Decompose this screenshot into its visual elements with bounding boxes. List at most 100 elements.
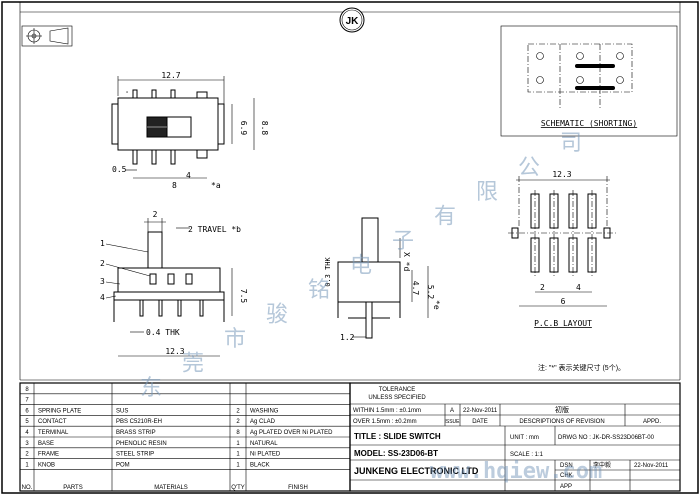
jk-logo: JK [339, 7, 365, 33]
unit-label: UNIT : mm [510, 435, 539, 441]
bom-cell-finish: Ni PLATED [250, 452, 281, 458]
tol-over: OVER 1.5mm : ±0.2mm [353, 419, 417, 425]
bom-cell-mat: SUS [116, 408, 128, 414]
h-issue: ISSUE [444, 419, 460, 425]
callout-4: 4 [100, 293, 105, 302]
bom-cell-part: SPRING PLATE [38, 408, 81, 414]
h-desc: DESCRIPTIONS OF REVISION [519, 419, 604, 425]
bom-cell-qty: 1 [236, 462, 240, 468]
dim-top-height-full: 8.8 [260, 121, 269, 136]
chk-label: CHK [560, 473, 573, 479]
dim-side-12: 1.2 [340, 333, 355, 342]
dim-top-width: 12.7 [161, 71, 180, 80]
bom-cell-header-qty: Q'TY [231, 485, 244, 491]
watermark-char: 有 [434, 205, 456, 230]
watermark-char: 公 [518, 156, 540, 181]
watermark-char: 东 [140, 376, 162, 401]
bom-cell-part: BASE [38, 441, 54, 447]
bom-cell-finish: WASHING [250, 408, 279, 414]
pcb-layout: 12.3 2 4 6 P.C.B LAYOUT 注: "*" 表示关键尺寸 (5… [508, 170, 625, 372]
app-label: APP [560, 484, 572, 490]
dim-front-thk: 0.4 THK [146, 328, 180, 337]
schematic-caption: SCHEMATIC (SHORTING) [541, 119, 637, 128]
rev-code: A [450, 408, 454, 414]
drwg-no: DRWG NO : JK-DR-SS23D06BT-00 [558, 435, 655, 441]
bom-cell-qty: 2 [236, 419, 240, 425]
bom-cell-finish: BLACK [250, 462, 270, 468]
watermark-char: 电 [350, 254, 372, 279]
logo-text: JK [346, 16, 360, 27]
dim-key-a: *a [211, 181, 221, 190]
callout-2: 2 [100, 259, 105, 268]
schematic-box: SCHEMATIC (SHORTING) [500, 25, 678, 137]
bom-cell-no: 4 [25, 430, 29, 436]
bom-cell-qty: 1 [236, 441, 240, 447]
dim-knob: 2 [153, 210, 158, 219]
bom-cell-mat: PBS C5210R-EH [116, 419, 162, 425]
callout-1: 1 [100, 239, 105, 248]
company-name: JUNKENG ELECTRONIC LTD [354, 466, 479, 476]
drawing-title: TITLE : SLIDE SWITCH [354, 432, 441, 441]
dim-side-52: 5.2 [426, 285, 435, 300]
dim-side-thk: 0.3 THK [324, 256, 332, 286]
dim-travel: 2 TRAVEL *b [188, 225, 241, 234]
bom-cell-header-finish: FINISH [288, 485, 308, 491]
pcb-note: 注: "*" 表示关键尺寸 (5个)。 [538, 363, 625, 372]
callout-3: 3 [100, 277, 105, 286]
watermark-char: 子 [392, 229, 414, 254]
bom-cell-qty: 8 [236, 430, 240, 436]
pcb-dim-pitch4: 4 [576, 283, 581, 292]
unless-label: UNLESS SPECIFIED [368, 395, 426, 401]
bom-cell-no: 6 [25, 408, 29, 414]
watermark-char: 骏 [266, 303, 288, 328]
bom-cell-mat: BRASS STRIP [116, 430, 156, 436]
pcb-caption: P.C.B LAYOUT [534, 319, 592, 328]
watermark-char: 莞 [182, 352, 204, 377]
dsn-date: 22-Nov-2011 [634, 463, 669, 469]
dim-side-x: X *d [402, 252, 411, 271]
watermark-char: 司 [560, 131, 582, 156]
top-view: 12.7 6.9 8.8 0.5 8 4 *a [111, 71, 269, 190]
rev-desc: 初版 [555, 405, 569, 414]
h-appd: APPD. [643, 419, 661, 425]
dim-pin-pitch: 4 [186, 171, 191, 180]
bom-cell-qty: 2 [236, 408, 240, 414]
bom-cell-part: KNOB [38, 462, 55, 468]
h-date: DATE [472, 419, 488, 425]
bom-cell-mat: STEEL STRIP [116, 452, 154, 458]
pcb-dim-span: 6 [561, 297, 566, 306]
dim-side-47: 4.7 [411, 281, 420, 296]
dim-pin-width: 0.5 [112, 165, 127, 174]
projection-symbol-icon [21, 25, 73, 47]
tolerance-label: TOLERANCE [379, 387, 416, 393]
dim-front-height: 7.5 [239, 289, 248, 304]
model-label: MODEL: SS-23D06-BT [354, 449, 438, 458]
rev-date: 22-Nov-2011 [463, 408, 498, 414]
dim-front-width: 12.3 [165, 347, 184, 356]
bom-cell-part: CONTACT [38, 419, 67, 425]
bom-cell-no: 5 [25, 419, 29, 425]
bom-cell-mat: PHENOLIC RESIN [116, 441, 167, 447]
watermark-char: 铭 [308, 278, 330, 303]
front-view: 2 2 TRAVEL *b 7.5 0.4 THK 12.3 1 2 3 4 [100, 210, 248, 357]
tol-within: WITHIN 1.5mm : ±0.1mm [353, 408, 421, 414]
watermark-url: www.hqiew.com [430, 459, 602, 484]
watermark-char: 限 [476, 180, 498, 205]
bom-cell-no: 2 [25, 452, 29, 458]
pcb-dim-pitch: 2 [540, 283, 545, 292]
bom-cell-part: FRAME [38, 452, 59, 458]
bom-cell-part: TERMINAL [38, 430, 69, 436]
bom-cell-header-mat: MATERIALS [154, 485, 188, 491]
bom-cell-no: 1 [25, 462, 29, 468]
bom-cell-finish: Ag PLATED OVER Ni PLATED [250, 430, 333, 436]
bom-cell-header-part: PARTS [63, 485, 82, 491]
bom-cell-no: 8 [25, 387, 29, 393]
scale-label: SCALE : 1:1 [510, 452, 544, 458]
title-block: TOLERANCE UNLESS SPECIFIED WITHIN 1.5mm … [349, 382, 681, 492]
bom-cell-header-no: NO. [22, 485, 33, 491]
